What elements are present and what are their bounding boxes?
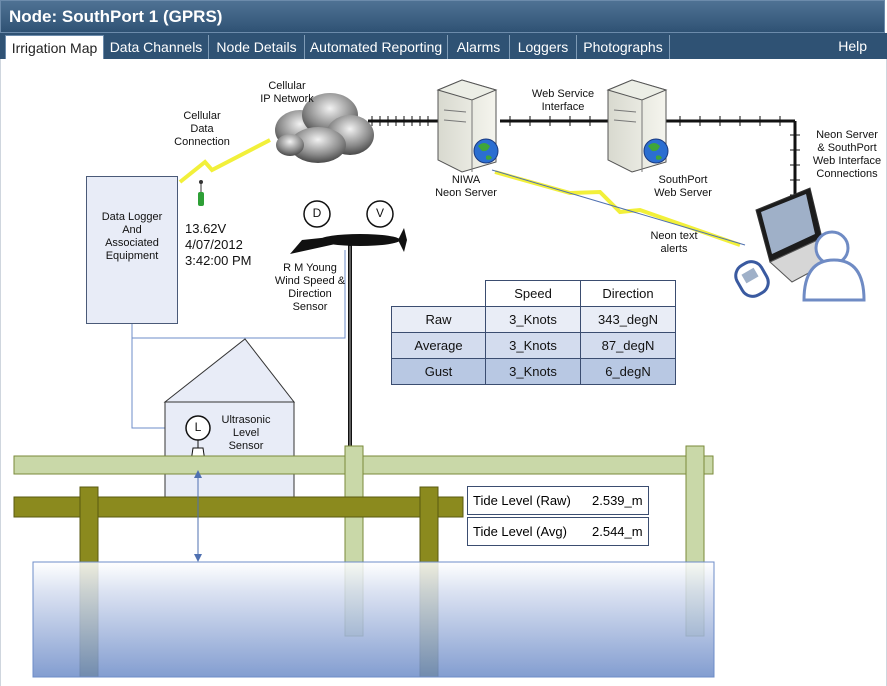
tide-level-avg-box: Tide Level (Avg) 2.544_m <box>467 517 649 546</box>
tab-node-details[interactable]: Node Details <box>209 35 305 59</box>
tab-data-channels[interactable]: Data Channels <box>104 35 209 59</box>
tab-bar: Irrigation Map Data Channels Node Detail… <box>0 33 887 59</box>
tide-value: 2.544_m <box>592 524 643 539</box>
cellular-data-connection-label: Cellular Data Connection <box>174 110 230 148</box>
connections-note-label: Neon Server & SouthPort Web Interface Co… <box>812 129 882 180</box>
sensor-enclosure <box>163 338 296 499</box>
level-measure-arrow <box>194 470 202 562</box>
web-service-interface-label: Web Service Interface <box>531 88 595 113</box>
table-cell: Average <box>391 332 486 359</box>
window-title: Node: SouthPort 1 (GPRS) <box>9 7 223 26</box>
table-header-cell <box>391 280 486 307</box>
tab-alarms[interactable]: Alarms <box>448 35 510 59</box>
wind-sensor-icon <box>288 228 407 450</box>
tide-label: Tide Level (Raw) <box>473 493 571 508</box>
wind-dial-d-label: D <box>312 206 322 220</box>
text-alerts-label: Neon text alerts <box>650 230 698 255</box>
wind-dial-v <box>366 200 394 228</box>
wind-data-table: Speed Direction Raw 3_Knots 343_degN Ave… <box>391 280 676 385</box>
data-logger-label: Data Logger And Associated Equipment <box>101 211 163 262</box>
sensor-cable <box>131 250 346 339</box>
server-icon <box>436 79 499 173</box>
tide-label: Tide Level (Avg) <box>473 524 567 539</box>
tab-automated-reporting[interactable]: Automated Reporting <box>305 35 448 59</box>
table-row: Raw 3_Knots 343_degN <box>391 306 676 333</box>
network-lines <box>368 116 800 215</box>
table-cell: 3_Knots <box>485 358 581 385</box>
lightning-bolt-icon <box>178 138 271 184</box>
wind-dial-v-label: V <box>375 206 384 220</box>
table-header-cell: Direction <box>580 280 676 307</box>
table-header-row: Speed Direction <box>391 280 676 307</box>
help-link[interactable]: Help <box>838 38 867 54</box>
server-icon <box>606 79 669 173</box>
data-logger-box: Data Logger And Associated Equipment <box>86 176 178 324</box>
table-cell: 3_Knots <box>485 332 581 359</box>
phone-icon <box>734 260 770 298</box>
sensor-cable <box>131 338 178 429</box>
level-dial-label: L <box>194 420 202 434</box>
table-cell: 6_degN <box>580 358 676 385</box>
alert-link-line <box>491 169 746 246</box>
tide-value: 2.539_m <box>592 493 643 508</box>
window-title-bar: Node: SouthPort 1 (GPRS) <box>0 0 885 33</box>
level-sensor-label: Ultrasonic Level Sensor <box>221 414 271 452</box>
table-row: Average 3_Knots 87_degN <box>391 332 676 359</box>
time-reading: 3:42:00 PM <box>185 253 252 268</box>
tide-level-raw-box: Tide Level (Raw) 2.539_m <box>467 486 649 515</box>
tab-photographs[interactable]: Photographs <box>577 35 670 59</box>
table-header-cell: Speed <box>485 280 581 307</box>
laptop-icon <box>755 187 843 283</box>
date-reading: 4/07/2012 <box>185 237 243 252</box>
table-cell: 87_degN <box>580 332 676 359</box>
table-cell: 3_Knots <box>485 306 581 333</box>
water-body <box>32 561 715 678</box>
table-cell: 343_degN <box>580 306 676 333</box>
tab-irrigation-map[interactable]: Irrigation Map <box>5 35 104 59</box>
table-row: Gust 3_Knots 6_degN <box>391 358 676 385</box>
niwa-server-label: NIWA Neon Server <box>435 174 497 199</box>
antenna-icon <box>198 180 204 206</box>
user-icon <box>802 230 866 302</box>
wind-sensor-label: R M Young Wind Speed & Direction Sensor <box>274 262 346 313</box>
cloud-icon <box>275 93 374 163</box>
table-cell: Raw <box>391 306 486 333</box>
tab-loggers[interactable]: Loggers <box>510 35 577 59</box>
southport-server-label: SouthPort Web Server <box>654 174 712 199</box>
table-cell: Gust <box>391 358 486 385</box>
voltage-reading: 13.62V <box>185 221 227 236</box>
cellular-ip-network-label: Cellular IP Network <box>260 80 314 105</box>
wind-dial-d <box>303 200 331 228</box>
